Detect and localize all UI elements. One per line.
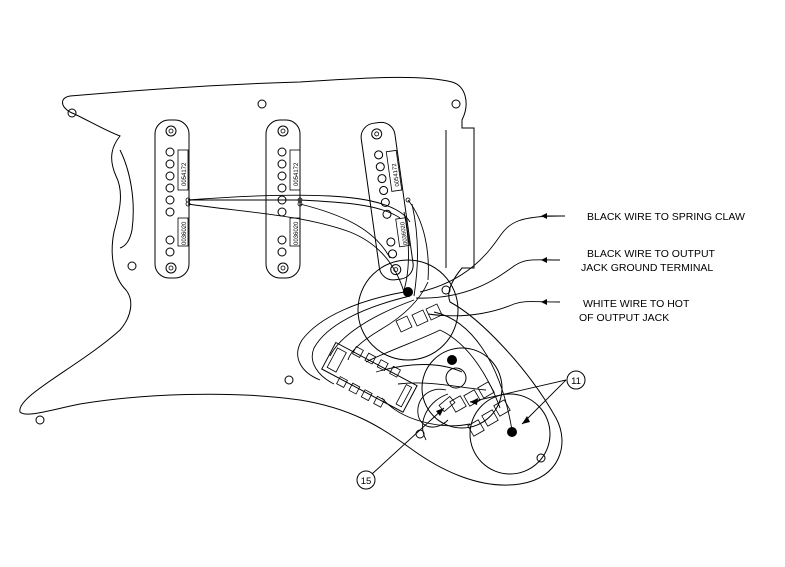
pickup-bottom-code: 0036020 — [294, 221, 300, 245]
label-output-ground-1: BLACK WIRE TO OUTPUT — [587, 248, 716, 260]
pickup-bottom-code: 0036020 — [400, 221, 409, 246]
selector-switch — [321, 341, 418, 413]
neck-pocket-cutout — [119, 149, 134, 249]
label-output-ground-2: JACK GROUND TERMINAL — [581, 262, 713, 274]
callout-15: 15 — [356, 407, 445, 490]
callout-11-number: 11 — [571, 376, 581, 387]
label-spring-claw: BLACK WIRE TO SPRING CLAW — [587, 211, 745, 223]
pickup-bottom-code: 0036020 — [182, 221, 188, 245]
label-hot-output-1: WHITE WIRE TO HOT — [583, 298, 690, 310]
tone-pot-2 — [467, 393, 551, 475]
callout-11: 11 — [469, 370, 586, 425]
pickguard-outline — [19, 76, 563, 486]
control-wiring — [297, 281, 513, 441]
pickup-neck: 0054172 0036020 — [154, 119, 190, 279]
tone-pot-1 — [421, 347, 503, 429]
volume-pot — [357, 259, 459, 361]
pickup-part-number: 0054172 — [392, 162, 401, 187]
leader-lines — [415, 213, 565, 317]
pickup-part-number: 0054172 — [182, 162, 188, 186]
pickup-part-number: 0054172 — [294, 162, 300, 186]
pickup-leads — [185, 194, 429, 297]
capacitor — [417, 388, 456, 428]
pickup-middle: 0054172 0036020 — [265, 119, 301, 279]
callout-15-number: 15 — [361, 476, 372, 487]
label-hot-output-2: OF OUTPUT JACK — [579, 312, 669, 324]
